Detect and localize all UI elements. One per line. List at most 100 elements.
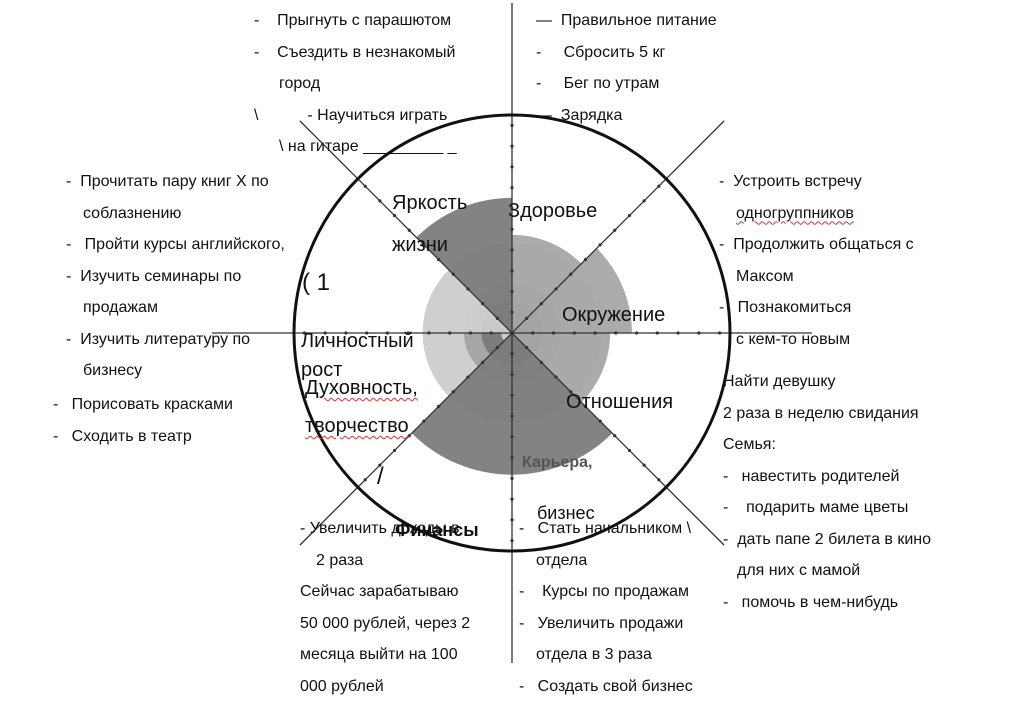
note-item: Семья: [723, 436, 776, 453]
scale-dot [451, 272, 455, 276]
scale-dot [378, 199, 382, 203]
bullet: - [254, 12, 260, 29]
note-item: Стать начальником \ [537, 520, 692, 537]
note-item: Устроить встречу [733, 173, 862, 190]
scale-dot [510, 393, 514, 397]
paren-one-mark: ( 1 [302, 269, 331, 296]
note-item: - Увеличить доходы в [300, 520, 460, 537]
notes-left: - Прочитать пару книг X по соблазнению -… [66, 166, 285, 387]
scale-dot [510, 289, 514, 294]
scale-dot [422, 419, 426, 423]
note-item: помочь в чем-нибудь [741, 593, 899, 611]
scale-dot [531, 331, 535, 335]
scale-dot [539, 302, 543, 306]
note-item: отдела [536, 551, 588, 569]
notes-right-bottom: Найти девушку 2 раза в неделю свидания С… [723, 366, 931, 618]
scale-dot [363, 478, 367, 482]
scale-dot [436, 257, 441, 262]
notes-bottom-mid: - Стать начальником \ отдела - Курсы по … [519, 513, 693, 702]
scale-dot [627, 448, 632, 453]
scale-dot [598, 419, 602, 423]
scale-dot [378, 463, 382, 467]
note-item: подарить маме цветы [746, 499, 909, 516]
scale-dot [323, 331, 327, 335]
bullet: — [536, 12, 552, 29]
note-item: дать папе 2 билета в кино [737, 530, 932, 548]
scale-dot [489, 331, 493, 335]
bullet: - [519, 520, 525, 537]
scale-dot [598, 243, 602, 247]
scale-dot [554, 287, 558, 291]
bullet: - [719, 299, 725, 316]
bullet: - [519, 583, 525, 600]
scale-dot [697, 331, 701, 335]
bullet: - [66, 173, 72, 190]
bullet: - [519, 614, 525, 632]
sector-fill-wedge [435, 279, 512, 333]
scale-dot [510, 435, 514, 439]
note-item: город [279, 75, 321, 92]
scale-dot [448, 331, 452, 335]
scale-dot [510, 476, 514, 480]
notes-top-left: - Прыгнуть с парашютом - Съездить в незн… [254, 5, 457, 163]
bullet: - [719, 236, 725, 253]
note-item: - Научиться играть [307, 106, 448, 124]
note-item: Максом [736, 267, 794, 285]
sector-label-health: Здоровье [508, 200, 598, 222]
scale-dot [407, 434, 411, 438]
scale-dot [407, 228, 411, 232]
note-item: Изучить семинары по [80, 267, 242, 285]
notes-right-top: - Устроить встречу одногруппников - Прод… [719, 166, 914, 355]
note-item: продажам [83, 299, 158, 316]
sector-fill-wedge [416, 197, 512, 333]
bullet: - [66, 267, 72, 285]
note-item: Прочитать пару книг X по [80, 173, 269, 190]
bullet: - [723, 467, 729, 485]
sector-label-personal: Личностный рост [301, 330, 414, 381]
sector-label-environment: Окружение [562, 304, 666, 326]
scale-dot [406, 331, 410, 335]
note-item: соблазнению [83, 204, 182, 222]
scale-dot [525, 316, 529, 320]
scale-dot [613, 434, 617, 438]
scale-dot [510, 144, 514, 148]
scale-dot [481, 360, 485, 364]
scale-dot [481, 302, 485, 306]
note-item: месяца выйти на 100 [300, 646, 458, 663]
note-item: 50 000 рублей, через 2 [300, 614, 471, 632]
scale-dot [392, 448, 397, 453]
sector-label-relations: Отношения [566, 391, 674, 413]
scale-dot [466, 375, 470, 379]
scale-dot [634, 331, 639, 335]
scale-dot [510, 539, 514, 543]
scale-dot [363, 184, 367, 188]
scale-dot [468, 331, 473, 335]
note-item: Курсы по продажам [542, 583, 690, 600]
sector-fill-wedge [512, 333, 613, 475]
scale-dot [627, 213, 632, 218]
note-item: бизнесу [83, 362, 143, 379]
bullet: - [719, 173, 725, 190]
note-item: Порисовать красками [71, 396, 233, 413]
scale-dot [655, 331, 659, 335]
scale-dot [554, 375, 558, 379]
sector-fill-wedge [411, 333, 512, 475]
bullet: \ [254, 106, 259, 124]
scale-dot [593, 331, 597, 335]
scale-dot [427, 331, 431, 335]
wheel-spoke [299, 120, 725, 546]
bullet: - [254, 43, 260, 61]
scale-dot [657, 478, 661, 482]
note-item: Правильное питание [560, 12, 717, 29]
scale-dot [510, 165, 514, 169]
scale-dot [495, 316, 499, 320]
bullet: - [66, 330, 72, 348]
scale-dot [583, 257, 588, 262]
scale-dot [657, 184, 661, 188]
scale-dot [569, 390, 573, 394]
scale-dot [510, 269, 514, 273]
note-item: с кем-то новым [736, 330, 851, 348]
bullet: - [536, 43, 542, 61]
scale-dot [539, 360, 543, 364]
